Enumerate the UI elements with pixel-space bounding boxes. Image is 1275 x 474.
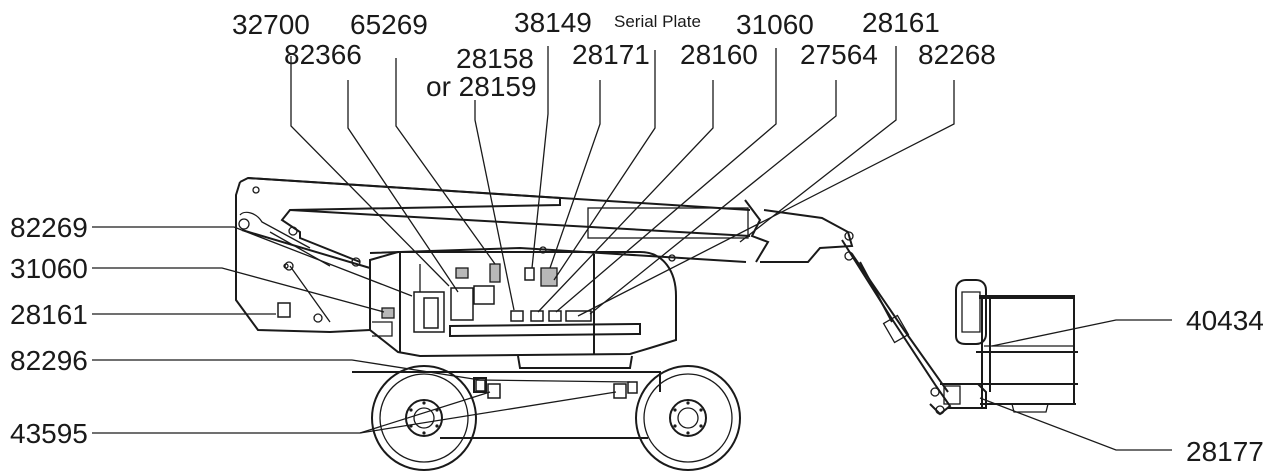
callout-28161-left: 28161: [10, 299, 88, 330]
boom-lift-illustration: [235, 176, 1078, 471]
decal-28171: [510, 310, 524, 322]
callout-31060-left: 31060: [10, 253, 88, 284]
decal-31060-left: [381, 307, 395, 319]
callout-32700: 32700: [232, 9, 310, 40]
decal-82296-rear: [627, 381, 638, 394]
callout-labels: 32700 65269 38149 Serial Plate 31060 281…: [10, 7, 1264, 467]
decal-43595-front: [487, 383, 501, 399]
callout-28158: 28158: [456, 43, 534, 74]
decal-32700: [450, 287, 474, 321]
leader-lines: [92, 46, 1172, 451]
callout-65269: 65269: [350, 9, 428, 40]
callout-28160: 28160: [680, 39, 758, 70]
callout-31060-top: 31060: [736, 9, 814, 40]
decal-65269: [455, 267, 469, 279]
callout-or-28159: or 28159: [426, 71, 537, 102]
decal-28161-left: [277, 302, 291, 318]
decal-31060-top: [548, 310, 562, 322]
front-wheel: [371, 365, 477, 471]
rear-wheel: [635, 365, 741, 471]
callout-28177: 28177: [1186, 436, 1264, 467]
callout-82268: 82268: [918, 39, 996, 70]
callout-28161-top: 28161: [862, 7, 940, 38]
callout-38149: 38149: [514, 7, 592, 38]
callout-82296: 82296: [10, 345, 88, 376]
decal-serial-plate: [540, 267, 558, 287]
decal-28160: [530, 310, 544, 322]
decal-82366: [489, 263, 501, 283]
decal-28158: [473, 285, 495, 305]
callout-serial-plate: Serial Plate: [614, 12, 701, 31]
callout-43595: 43595: [10, 418, 88, 449]
callout-28171: 28171: [572, 39, 650, 70]
decal-82296-front: [475, 379, 486, 392]
decal-43595-rear: [613, 383, 627, 399]
callout-27564: 27564: [800, 39, 878, 70]
decal-38149: [524, 267, 535, 281]
callout-82269: 82269: [10, 212, 88, 243]
callout-82366: 82366: [284, 39, 362, 70]
callout-40434: 40434: [1186, 305, 1264, 336]
